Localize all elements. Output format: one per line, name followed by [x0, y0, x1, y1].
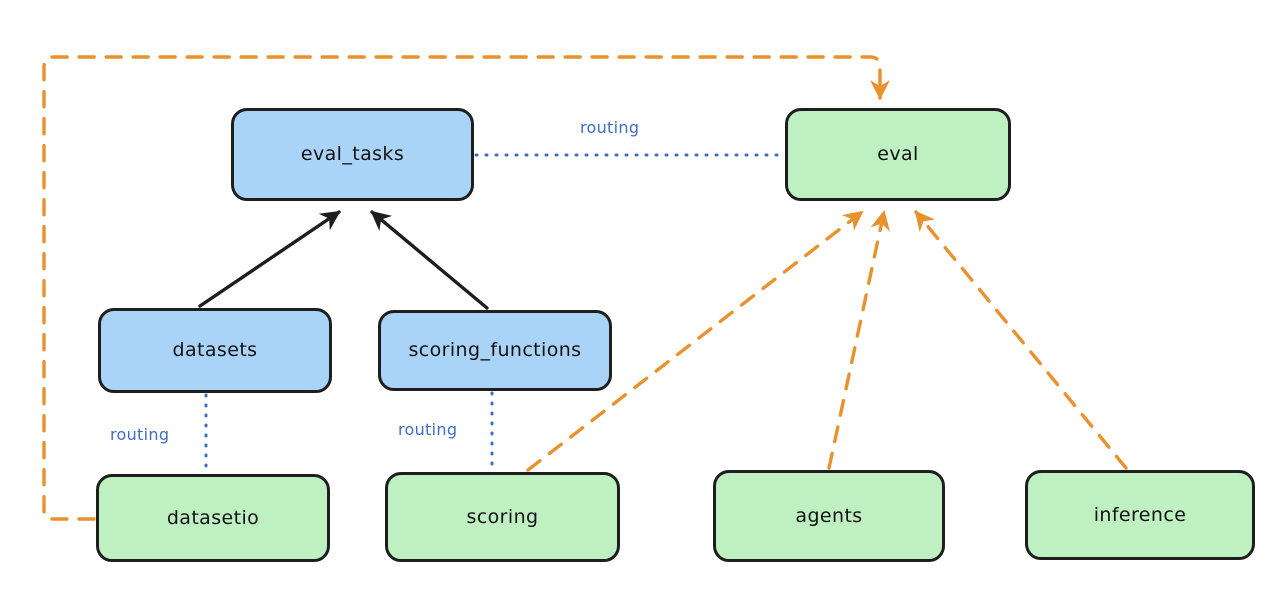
- edge-agents-to-eval: [827, 210, 890, 470]
- node-datasets-label: datasets: [172, 339, 258, 362]
- node-eval-tasks-label: eval_tasks: [300, 143, 405, 166]
- node-datasets[interactable]: datasets: [98, 308, 332, 393]
- node-inference[interactable]: inference: [1025, 470, 1255, 560]
- node-eval-label: eval: [877, 143, 919, 166]
- node-inference-label: inference: [1093, 503, 1187, 526]
- node-scoring[interactable]: scoring: [385, 472, 620, 562]
- edge-datasetio-to-eval: [42, 55, 890, 521]
- edge-scoring-to-eval: [526, 210, 864, 472]
- node-scoring-label: scoring: [466, 505, 539, 528]
- edge-label-routing-scoring-functions: routing: [398, 420, 458, 439]
- edge-inference-to-eval: [914, 210, 1128, 470]
- node-agents[interactable]: agents: [713, 470, 945, 562]
- edge-datasets-to-eval-tasks: [198, 210, 341, 308]
- node-scoring-functions-label: scoring_functions: [408, 339, 582, 362]
- node-eval-tasks[interactable]: eval_tasks: [231, 108, 474, 201]
- edge-label-routing-eval-tasks: routing: [580, 118, 640, 137]
- node-eval[interactable]: eval: [785, 108, 1011, 201]
- edge-scoring-functions-to-eval-tasks: [370, 210, 489, 310]
- node-datasetio[interactable]: datasetio: [96, 474, 330, 562]
- edge-label-routing-datasets: routing: [110, 425, 170, 444]
- node-scoring-functions[interactable]: scoring_functions: [378, 310, 612, 391]
- node-datasetio-label: datasetio: [166, 506, 260, 529]
- node-agents-label: agents: [795, 504, 863, 527]
